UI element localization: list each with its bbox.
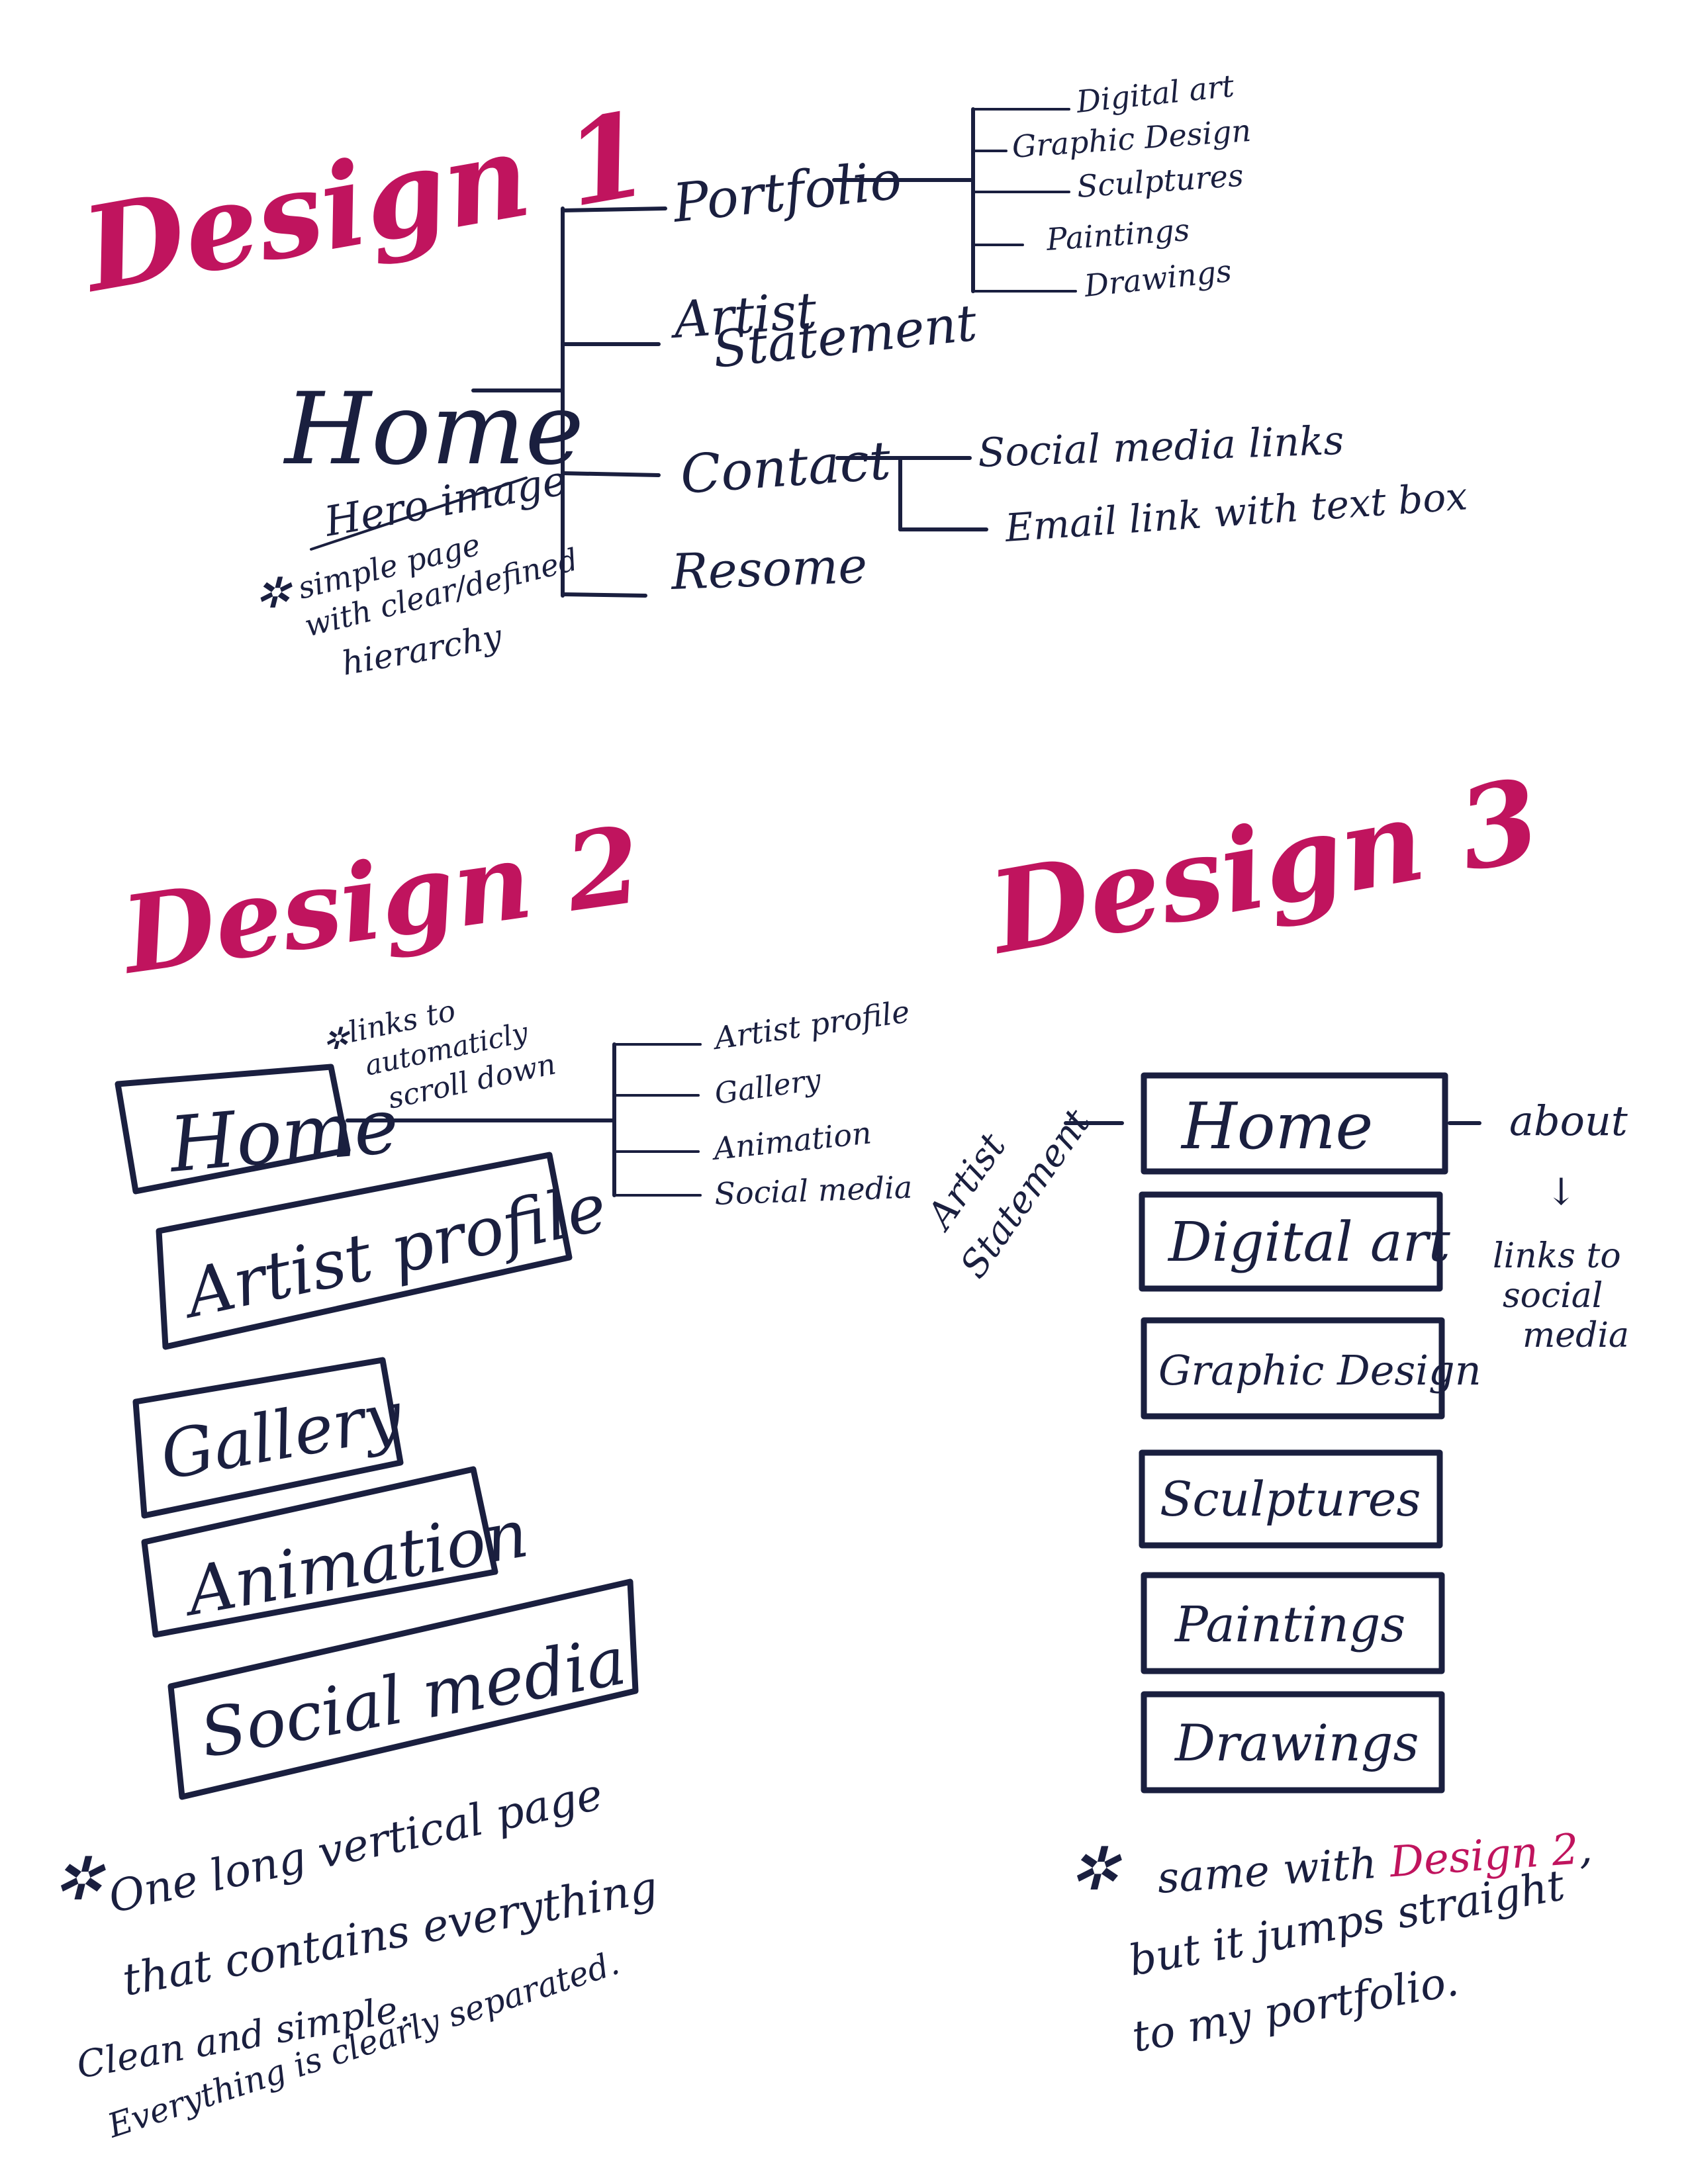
design3-note-suffix: , [1577,1824,1593,1874]
design2-box-artist-profile [156,1152,573,1350]
design2-submenu-item-1: Artist profile [710,993,912,1056]
design3-box-paintings-label: Paintings [1174,1596,1405,1653]
design3-box-home-label: Home [1180,1089,1373,1163]
design3-box-digital-art-label: Digital art [1167,1211,1451,1274]
design3-note-star-icon: ✲ [1069,1835,1122,1904]
design1-contact-label: Contact [679,430,893,506]
design1-statement-line-1: Artist [668,281,819,349]
design1-branch-contact [561,471,661,477]
design1-hero-underline [310,477,528,551]
design3-note-prefix: same with [1156,1839,1378,1903]
design2-box-social-media [167,1578,639,1800]
design2-box-social-media-label: Social media [195,1622,632,1773]
design3-box-graphic-design-label: Graphic Design [1158,1346,1481,1394]
design3-links-line-1: links to [1493,1236,1621,1276]
design2-submenu-item-2: Gallery [712,1063,823,1111]
design3-box-paintings [1141,1572,1445,1674]
design1-resume-label: Resome [669,537,868,601]
design3-box-sculptures-label: Sculptures [1160,1471,1421,1527]
design3-box-digital-art [1139,1191,1443,1292]
design1-portfolio-item-2: Graphic Design [1011,113,1252,165]
design1-contact-item-2: Email link with text box [1003,473,1469,551]
design3-links-line-2: social [1503,1276,1603,1316]
design1-title: Design 1 [71,86,659,319]
design3-arrow-down-icon: ↓ [1546,1171,1577,1214]
design1-portfolio-item-1: Digital art [1074,68,1237,120]
design2-box-home-label: Home [165,1081,402,1190]
design3-box-sculptures [1139,1449,1443,1549]
design2-title: Design 2 [113,802,648,998]
design2-section: Design 2 ✲ links to automaticly scroll d… [53,802,913,2146]
design3-box-home [1141,1072,1448,1175]
design1-portfolio-item-4: Paintings [1045,212,1191,257]
design3-box-drawings [1141,1691,1445,1794]
design3-links-line-3: media [1523,1316,1629,1355]
design1-portfolio-item-5: Drawings [1082,253,1233,304]
design1-branch-portfolio [561,206,667,212]
design3-box-drawings-label: Drawings [1174,1713,1419,1772]
design2-submenu-item-3: Animation [710,1115,873,1167]
design2-submenu-item-4: Social media [714,1169,913,1212]
design3-title: Design 3 [978,753,1549,980]
design1-portfolio-item-3: Sculptures [1076,158,1244,205]
design2-box-gallery [132,1357,404,1519]
design1-branch-resume [561,592,647,598]
design2-box-home [115,1064,351,1195]
design2-note-bottom-star-icon: ✲ [53,1844,106,1914]
design3-about-label: about [1509,1097,1628,1145]
design2-box-animation [141,1466,498,1638]
design1-contact-item-1: Social media links [977,418,1344,477]
design2-box-animation-label: Animation [176,1494,534,1631]
design1-portfolio-label: Portfolio [669,149,904,234]
design1-section: Design 1 Home Hero image ✲ simple page w… [71,68,1469,683]
design2-box-artist-profile-label: Artist profile [174,1168,613,1334]
design2-note-star-icon: ✲ [323,1021,350,1056]
design1-note-star-icon: ✲ [255,569,293,618]
design3-section: Design 3 Artist Statement Home Digital a… [917,753,1629,2062]
design3-box-graphic-design [1141,1317,1445,1420]
